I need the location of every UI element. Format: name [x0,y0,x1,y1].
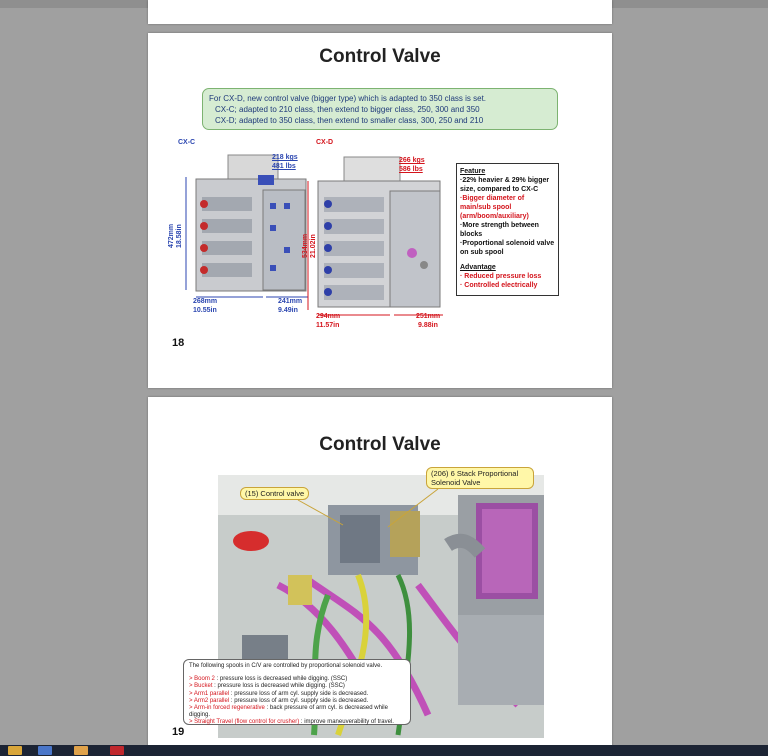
cxc-height-mm: 472mm [168,223,175,248]
cxd-height-mm: 534mm [302,233,309,258]
valve-comparison-figure [168,135,458,335]
spool-desc: : improve maneuverability of travel. [299,719,394,726]
feature-item: ·More strength between blocks [460,222,539,238]
slide-page-18: Control Valve For CX-D, new control valv… [148,33,612,388]
note-line: For CX-D, new control valve (bigger type… [209,94,487,103]
cxd-label: CX-D [316,139,334,146]
note-line: CX-C; adapted to 210 class, then extend … [215,105,480,114]
spool-item: > Straight Travel (flow control for crus… [189,719,405,726]
spool-desc: : pressure loss is decreased while diggi… [214,676,348,683]
spool-name: > Arm1 parallel [189,690,230,697]
cxd-depth-mm: 251mm [416,313,441,320]
cxc-label: CX-C [178,139,196,146]
slide-title: Control Valve [319,434,441,455]
cxc-weight-kg: 218 kgs [272,154,298,161]
feature-heading: Feature [460,168,486,175]
cxc-height-in: 18.58in [176,224,183,248]
spool-name: > Arm2 parallel [189,697,230,704]
cxd-valve-illustration [317,156,441,308]
spool-name: > Bucket [189,683,213,690]
spool-desc: : pressure loss of arm cyl. supply side … [229,697,369,704]
spool-name: > Arm-in forced regenerative [189,705,265,712]
cxd-width-in: 11.57in [316,322,340,329]
spool-item: > Bucket : pressure loss is decreased wh… [189,683,405,690]
cxc-valve-illustration [195,154,307,292]
note-line: CX-D; adapted to 350 class, then extend … [215,116,484,125]
slide-page-19: Control Valve (15) Control valve (206) 6… [148,397,612,747]
cxd-width-mm: 294mm [316,313,341,320]
cxc-depth-mm: 241mm [278,298,303,305]
spool-item: > Arm1 parallel : pressure loss of arm c… [189,691,405,698]
mail-icon[interactable] [38,746,52,755]
feature-box: Feature ·22% heavier & 29% bigger size, … [456,163,559,296]
advantage-item: · Reduced pressure loss [460,273,542,280]
advantage-heading: Advantage [460,264,496,271]
cxc-weight-lb: 481 lbs [272,163,296,170]
slide-title: Control Valve [319,46,441,67]
intro-note-box: For CX-D, new control valve (bigger type… [202,88,558,130]
spool-desc: : pressure loss is decreased while diggi… [212,683,345,690]
cxd-height-in: 21.02in [310,234,317,258]
page-number: 18 [172,337,185,349]
feature-item: ·Bigger diameter of main/sub spool (arm/… [460,195,529,220]
cxd-depth-in: 9.88in [418,322,438,329]
pdf-reader-icon[interactable] [110,746,124,755]
spool-item: > Arm2 parallel : pressure loss of arm c… [189,698,405,705]
callout-leader-lines [297,488,439,528]
cxd-weight-kg: 266 kgs [399,157,425,164]
spool-info-box: The following spools in C/V are controll… [183,659,411,725]
folder-icon[interactable] [8,746,22,755]
taskbar [0,745,768,756]
spool-desc: : back pressure of arm cyl. is decreased… [189,705,388,719]
app-icon[interactable] [74,746,88,755]
spool-desc: : pressure loss of arm cyl. supply side … [229,690,369,697]
cxd-weight-lb: 586 lbs [399,166,423,173]
callout-solenoid-valve: (206) 6 Stack Proportional Solenoid Valv… [426,467,534,489]
callout-control-valve: (15) Control valve [240,487,310,500]
spool-name: > Boom 2 [189,676,215,683]
spool-item: > Arm-in forced regenerative : back pres… [189,705,405,719]
feature-item: ·22% heavier & 29% bigger size, compared… [460,177,550,193]
cxc-width-mm: 268mm [193,298,218,305]
cxc-width-in: 10.55in [193,307,217,314]
feature-item: ·Proportional solenoid valve on sub spoo… [460,240,555,256]
page-number: 19 [172,726,185,738]
spool-item: > Boom 2 : pressure loss is decreased wh… [189,676,405,683]
previous-page-fragment [148,0,612,24]
spool-intro: The following spools in C/V are controll… [189,663,383,669]
cxc-depth-in: 9.49in [278,307,298,314]
spool-name: > Straight Travel (flow control for crus… [189,719,300,726]
advantage-item: · Controlled electrically [460,282,538,289]
